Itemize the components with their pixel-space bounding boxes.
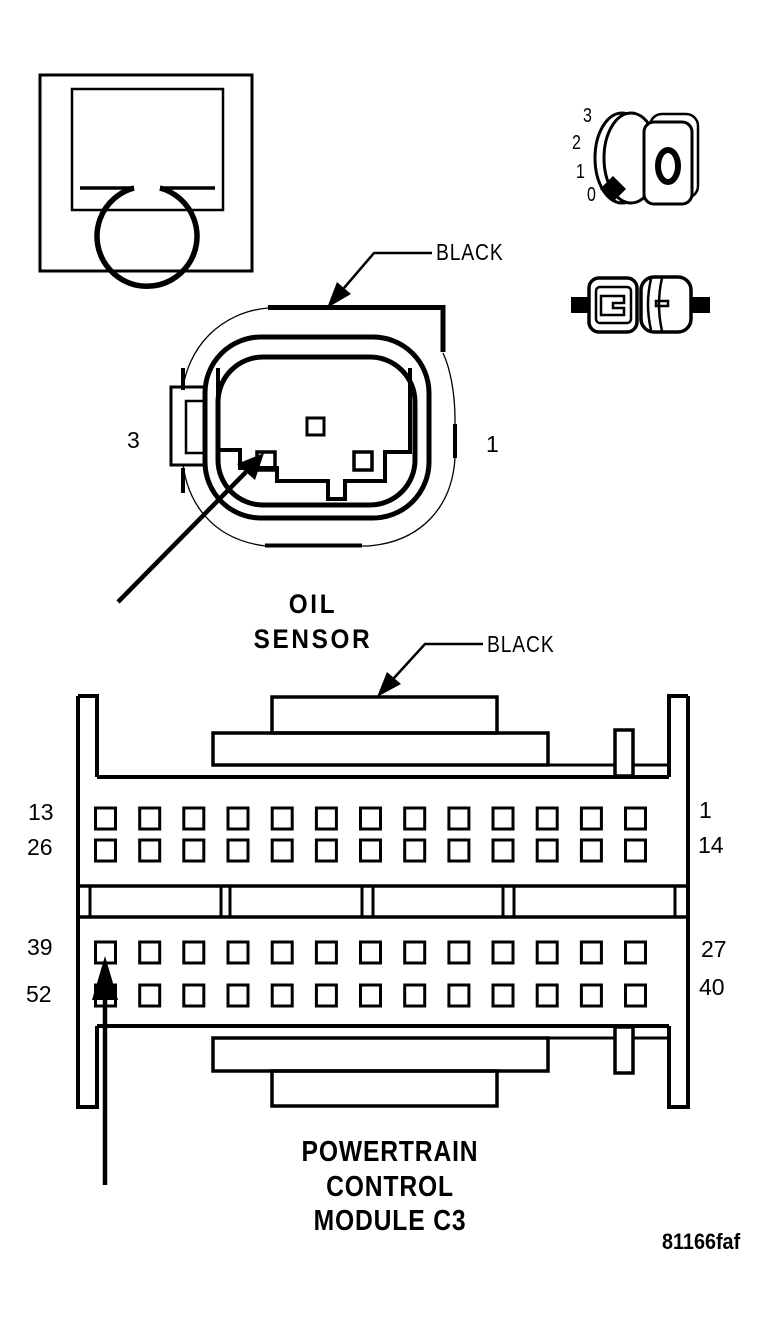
pcm-connector bbox=[76, 694, 690, 1185]
pcm-pin bbox=[314, 838, 338, 863]
pcm-pin bbox=[491, 940, 515, 965]
pcm-row3-left-label: 39 bbox=[27, 934, 53, 960]
pcm-pin bbox=[579, 983, 603, 1008]
pcm-pin bbox=[270, 983, 294, 1008]
dial-number-1: 1 bbox=[576, 161, 585, 183]
oil-sensor-connector bbox=[116, 305, 457, 604]
black-leader-top bbox=[327, 251, 432, 308]
pcm-pin bbox=[447, 838, 471, 863]
pcm-pin bbox=[447, 983, 471, 1008]
pcm-pin-grid bbox=[94, 806, 647, 1008]
figure-code: 81166faf bbox=[662, 1229, 741, 1254]
leader-arrowhead-icon bbox=[327, 282, 351, 308]
pcm-pin bbox=[535, 983, 559, 1008]
pcm-row1-right-label: 1 bbox=[699, 797, 712, 823]
pcm-pin bbox=[491, 983, 515, 1008]
terminal-1 bbox=[352, 450, 374, 472]
pcm-row4-left-label: 52 bbox=[26, 981, 52, 1007]
pcm-title-line1: POWERTRAIN bbox=[301, 1136, 479, 1168]
ohmmeter-icon bbox=[38, 73, 254, 289]
probe-arrowhead-icon bbox=[92, 956, 118, 1000]
oil-sensor-pin-1-label: 1 bbox=[486, 431, 499, 457]
pcm-pin bbox=[535, 806, 559, 831]
pcm-pin bbox=[359, 983, 382, 1008]
pcm-pin bbox=[226, 806, 250, 831]
pcm-pin bbox=[314, 806, 338, 831]
pcm-row3-right-label: 27 bbox=[701, 936, 727, 962]
oil-sensor-title-line2: SENSOR bbox=[253, 624, 373, 654]
dial-marker-icon bbox=[600, 176, 626, 202]
pcm-pin bbox=[270, 806, 294, 831]
omega-glyph-icon bbox=[94, 185, 200, 289]
pcm-title-line2: CONTROL bbox=[326, 1171, 454, 1203]
pcm-pin bbox=[535, 940, 559, 965]
wire-color-label-top: BLACK bbox=[436, 239, 504, 265]
probe-arrowhead-icon bbox=[237, 453, 264, 480]
pcm-pin bbox=[491, 806, 515, 831]
pcm-pin bbox=[226, 838, 250, 863]
pcm-pin bbox=[182, 806, 206, 831]
pcm-pin bbox=[579, 940, 603, 965]
leader-arrowhead-icon bbox=[377, 672, 401, 697]
connector-top-tab bbox=[270, 695, 499, 735]
pcm-pin bbox=[579, 838, 603, 863]
pcm-pin bbox=[624, 806, 647, 831]
rotary-dial-icon bbox=[593, 111, 700, 206]
connector-bottom-tab bbox=[270, 1069, 499, 1108]
pcm-pin bbox=[138, 983, 162, 1008]
pcm-row1-left-label: 13 bbox=[28, 799, 54, 825]
oil-sensor-pin-3-label: 3 bbox=[127, 427, 140, 453]
pcm-pin bbox=[138, 806, 162, 831]
pcm-pin bbox=[226, 940, 250, 965]
divider-ribs bbox=[88, 886, 677, 917]
oil-sensor-title-line1: OIL bbox=[288, 589, 338, 619]
key-rib-top bbox=[613, 728, 635, 778]
index-key-slot bbox=[305, 416, 326, 437]
key-rib-bottom bbox=[613, 1025, 635, 1075]
pcm-pin bbox=[579, 806, 603, 831]
pcm-pin bbox=[270, 940, 294, 965]
pcm-pin bbox=[94, 838, 117, 863]
pcm-row2-left-label: 26 bbox=[27, 834, 53, 860]
pcm-pin bbox=[226, 983, 250, 1008]
pcm-row4-right-label: 40 bbox=[699, 974, 725, 1000]
pcm-pin bbox=[359, 940, 382, 965]
pcm-pin bbox=[491, 838, 515, 863]
pcm-pin bbox=[403, 838, 427, 863]
dial-number-3: 3 bbox=[583, 105, 592, 127]
pcm-pin bbox=[403, 940, 427, 965]
black-leader-bottom bbox=[377, 642, 483, 697]
pcm-pin bbox=[138, 838, 162, 863]
pcm-pin bbox=[447, 806, 471, 831]
pcm-pin bbox=[138, 940, 162, 965]
pcm-pin bbox=[624, 838, 647, 863]
dial-number-0: 0 bbox=[587, 184, 596, 206]
wire-color-label-bottom: BLACK bbox=[487, 631, 555, 657]
pcm-pin bbox=[182, 983, 206, 1008]
pcm-pin bbox=[535, 838, 559, 863]
pcm-pin bbox=[359, 806, 382, 831]
pcm-pin bbox=[270, 838, 294, 863]
pcm-pin bbox=[94, 806, 117, 831]
pcm-pin bbox=[359, 838, 382, 863]
disconnect-connector-icon bbox=[571, 275, 710, 334]
pcm-pin bbox=[314, 940, 338, 965]
pcm-pin bbox=[314, 983, 338, 1008]
dial-pointer-window-icon bbox=[655, 147, 681, 185]
pcm-pin bbox=[624, 940, 647, 965]
pcm-pin bbox=[624, 983, 647, 1008]
pcm-pin bbox=[403, 983, 427, 1008]
pcm-row2-right-label: 14 bbox=[698, 832, 724, 858]
pcm-pin bbox=[447, 940, 471, 965]
pcm-pin bbox=[403, 806, 427, 831]
pcm-pin bbox=[182, 838, 206, 863]
dial-number-2: 2 bbox=[572, 132, 581, 154]
pcm-pin bbox=[182, 940, 206, 965]
pcm-title-line3: MODULE C3 bbox=[313, 1205, 467, 1237]
